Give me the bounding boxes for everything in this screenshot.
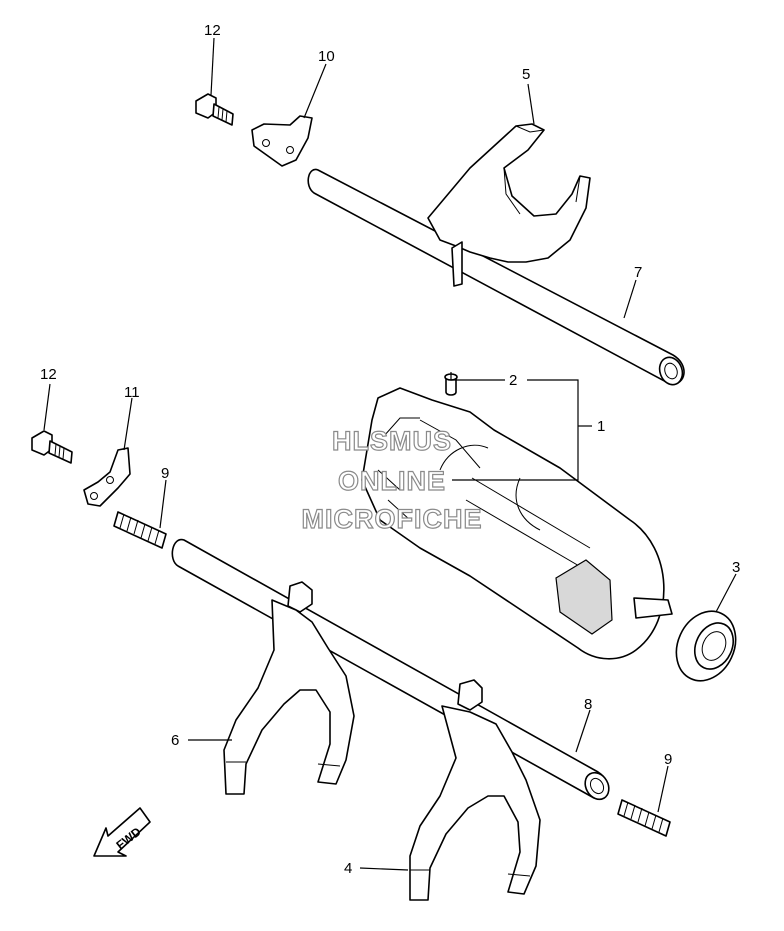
plate-10 xyxy=(251,115,313,167)
fwd-arrow-icon: FWD xyxy=(93,807,151,857)
callout-1: 1 xyxy=(597,418,605,435)
callout-12-lower: 12 xyxy=(40,366,57,383)
callout-5: 5 xyxy=(522,66,530,83)
callout-11: 11 xyxy=(124,384,140,401)
bolt-12-upper xyxy=(195,93,234,126)
spring-9-upper xyxy=(113,511,167,549)
shift-drum-1 xyxy=(361,387,673,660)
watermark-line-3: MICROFICHE xyxy=(302,504,483,534)
watermark-line-2: ONLINE xyxy=(338,466,446,496)
callout-2: 2 xyxy=(509,372,517,389)
callout-9-lower: 9 xyxy=(664,751,672,768)
callout-6: 6 xyxy=(171,732,179,749)
plate-11 xyxy=(83,447,131,507)
bearing-3 xyxy=(675,610,737,682)
spring-9-lower xyxy=(617,799,671,837)
callout-12-upper: 12 xyxy=(204,22,221,39)
callout-numbers: 12 10 5 7 2 1 3 12 11 9 6 8 9 4 xyxy=(40,22,740,877)
pin-2 xyxy=(444,373,458,396)
watermark-line-1: HLSMUS xyxy=(332,426,452,456)
shift-fork-5 xyxy=(427,123,591,287)
shaft-7 xyxy=(307,168,685,386)
leader-lines xyxy=(43,37,737,871)
bolt-12-lower xyxy=(31,430,73,464)
callout-3: 3 xyxy=(732,559,740,576)
callout-10: 10 xyxy=(318,48,335,65)
watermark: HLSMUS ONLINE MICROFICHE xyxy=(301,425,483,534)
shift-fork-6 xyxy=(223,581,355,795)
callout-4: 4 xyxy=(344,860,352,877)
callout-7: 7 xyxy=(634,264,642,281)
callout-8: 8 xyxy=(584,696,592,713)
callout-9-upper: 9 xyxy=(161,465,169,482)
shift-fork-4 xyxy=(409,679,541,901)
